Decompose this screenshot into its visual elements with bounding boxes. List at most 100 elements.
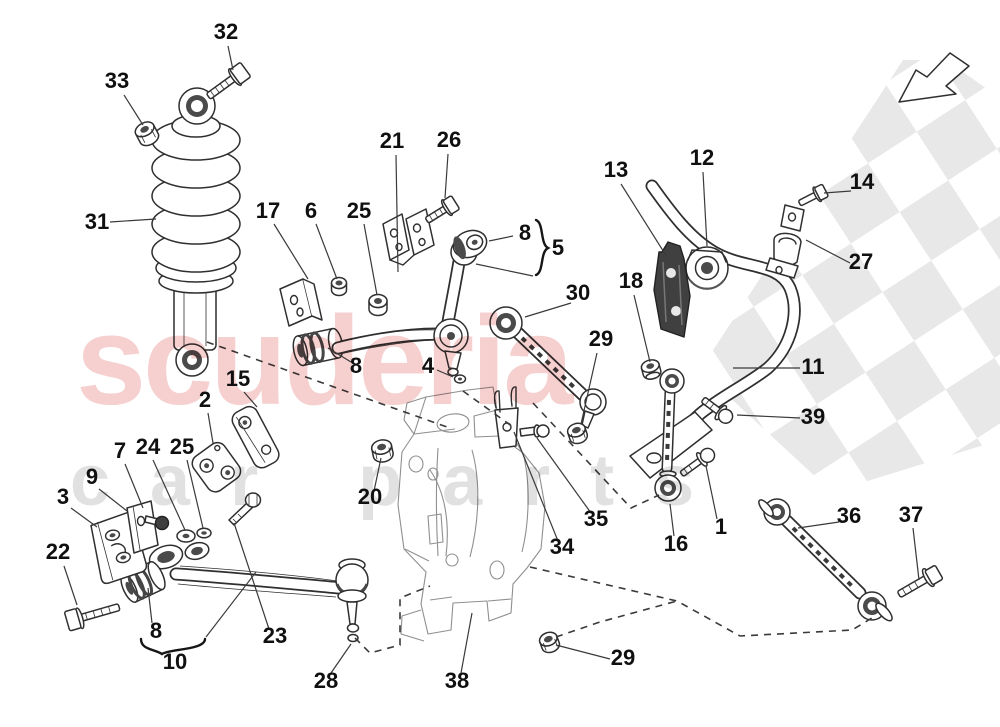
leader-25-7 — [363, 223, 378, 296]
group-brace-10 — [139, 637, 207, 656]
part-toe-link-30 — [489, 306, 607, 445]
callout-7-24: 7 — [114, 438, 126, 463]
assembly-dashed-lines — [206, 341, 873, 654]
leader-21-3 — [395, 154, 399, 273]
leader-10-37 — [205, 571, 257, 638]
leader-23-38 — [233, 522, 270, 630]
leader-39-18 — [736, 414, 801, 419]
bolt-14 — [798, 183, 829, 207]
coil-spring-31 — [151, 119, 241, 273]
leader-38-40 — [460, 612, 473, 674]
leader-34-31 — [513, 431, 559, 542]
callout-25-7: 25 — [347, 198, 371, 223]
front-bushing-8 — [292, 327, 344, 367]
callout-37-35: 37 — [899, 502, 923, 527]
leader-25-25 — [186, 459, 204, 529]
callout-22-28: 22 — [46, 539, 70, 564]
leader-8-8 — [488, 235, 514, 242]
callout-9-26: 9 — [86, 464, 98, 489]
leader-12-11 — [702, 171, 708, 247]
leader-16-32 — [669, 503, 675, 537]
callout-3-27: 3 — [57, 484, 69, 509]
leader-29-41 — [555, 644, 611, 660]
leader-35-30 — [536, 437, 592, 514]
callout-25-25: 25 — [170, 434, 194, 459]
artwork-layer — [64, 52, 970, 654]
bushing-12 — [685, 246, 729, 290]
checkered-flag — [700, 60, 1000, 492]
callout-29-41: 29 — [611, 645, 635, 670]
callout-35-30: 35 — [584, 506, 608, 531]
leader-20-29 — [373, 457, 382, 492]
watermark-brand: scuderia — [76, 290, 574, 431]
part-fork-34 — [370, 386, 550, 463]
callout-34-31: 34 — [550, 534, 575, 559]
callout-12-11: 12 — [690, 145, 714, 170]
callout-20-29: 20 — [358, 484, 382, 509]
nut-6 — [330, 276, 348, 297]
bolt-1 — [679, 447, 716, 477]
callout-13-10: 13 — [604, 157, 628, 182]
bushing-8-cartridge — [452, 229, 488, 260]
leader-17-5 — [273, 223, 309, 280]
leader-4-20 — [436, 369, 454, 378]
leader-6-6 — [315, 223, 338, 280]
leader-33-1 — [123, 94, 144, 126]
leader-32-0 — [227, 45, 234, 71]
leader-28-39 — [330, 643, 352, 674]
callout-24-23: 24 — [136, 434, 161, 459]
callout-32-0: 32 — [214, 19, 238, 44]
callout-2-22: 2 — [199, 387, 211, 412]
leader-31-2 — [109, 218, 157, 223]
leader-37-35 — [912, 527, 920, 581]
callout-10-37: 10 — [163, 649, 187, 674]
bracket-15 — [231, 405, 280, 469]
callout-38-40: 38 — [445, 668, 469, 693]
part-tie-rod-36 — [758, 498, 944, 622]
leader-5-9 — [475, 263, 534, 277]
bracket-17 — [279, 278, 323, 327]
stud-nut-28 — [347, 633, 359, 643]
leader-13-10 — [620, 183, 668, 258]
part-stabilizer-bar-11 — [629, 179, 829, 479]
bolt-7 — [144, 515, 170, 531]
callout-21-3: 21 — [380, 128, 404, 153]
callout-17-5: 17 — [256, 198, 280, 223]
callout-5-9: 5 — [552, 235, 564, 260]
callout-28-39: 28 — [314, 668, 338, 693]
callout-18-14: 18 — [619, 268, 643, 293]
lower-ball-joint — [335, 558, 369, 643]
leader-8-19 — [327, 347, 352, 363]
callout-30-15: 30 — [566, 280, 590, 305]
nut-29-lower — [538, 631, 561, 654]
nut-29-upper — [566, 422, 589, 445]
leader-27-13 — [805, 239, 851, 264]
leader-1-33 — [705, 465, 718, 520]
leader-14-12 — [823, 190, 852, 194]
nut-18 — [640, 359, 662, 380]
callout-29-16: 29 — [589, 326, 613, 351]
callout-6-6: 6 — [305, 198, 317, 223]
callout-36-34: 36 — [837, 503, 861, 528]
callout-15-21: 15 — [226, 366, 250, 391]
callout-33-1: 33 — [105, 68, 129, 93]
callout-31-2: 31 — [85, 209, 109, 234]
callout-8-36: 8 — [150, 618, 162, 643]
bolt-26 — [425, 195, 460, 224]
callout-14-12: 14 — [850, 169, 875, 194]
part-shock-absorber — [134, 62, 251, 377]
callout-27-13: 27 — [849, 249, 873, 274]
bolt-23 — [228, 492, 262, 526]
leader-30-15 — [524, 302, 572, 318]
part-lower-control-arm — [64, 405, 369, 643]
bolt-37 — [897, 565, 944, 598]
leader-22-28 — [63, 565, 78, 606]
leader-24-23 — [152, 459, 186, 531]
callout-26-4: 26 — [437, 127, 461, 152]
nut-33 — [134, 121, 160, 147]
callout-39-18: 39 — [801, 404, 825, 429]
watermark-tagline: car parts — [70, 441, 734, 521]
nut-20 — [370, 439, 394, 463]
